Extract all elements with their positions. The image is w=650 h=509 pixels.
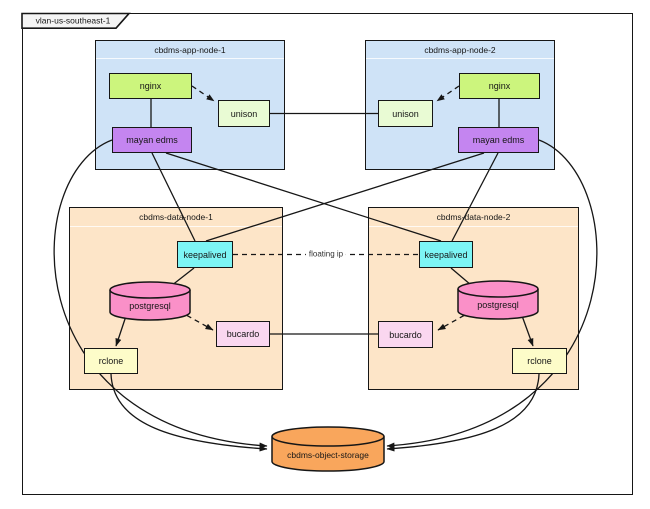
component-nginx-1: nginx: [109, 73, 192, 99]
storage-label: cbdms-object-storage: [287, 450, 369, 460]
component-rclone-2: rclone: [512, 348, 567, 374]
tab-shape: [21, 12, 131, 29]
postgresql-cylinder-2: postgresql: [457, 280, 539, 320]
component-mayan-edms-1: mayan edms: [112, 127, 192, 153]
vlan-boundary-tab: vlan-us-southeast-1: [21, 12, 131, 29]
component-unison-1: unison: [218, 100, 270, 127]
component-bucardo-2: bucardo: [378, 321, 433, 348]
node-title: cbdms-app-node-1: [96, 41, 284, 59]
component-label: rclone: [527, 356, 552, 366]
component-label: rclone: [98, 356, 124, 366]
component-label: nginx: [139, 81, 162, 91]
component-bucardo-1: bucardo: [216, 321, 270, 347]
component-mayan-edms-2: mayan edms: [458, 127, 539, 153]
node-title: cbdms-data-node-2: [369, 208, 578, 227]
node-title: cbdms-data-node-1: [70, 208, 282, 227]
cylinder-shape: [271, 426, 385, 472]
component-label: nginx: [488, 81, 511, 91]
component-label: postgresql: [477, 300, 519, 310]
component-keepalived-2: keepalived: [419, 241, 473, 268]
component-keepalived-1: keepalived: [177, 241, 233, 268]
component-nginx-2: nginx: [459, 73, 540, 99]
component-label: bucardo: [389, 329, 422, 340]
node-title: cbdms-app-node-2: [366, 41, 554, 59]
component-label: unison: [392, 108, 419, 119]
vlan-label: vlan-us-southeast-1: [36, 16, 111, 26]
component-label: postgresql: [129, 301, 171, 311]
component-unison-2: unison: [378, 100, 433, 127]
cylinder-rim: [271, 436, 385, 447]
component-label: bucardo: [226, 329, 260, 339]
component-rclone-1: rclone: [84, 348, 138, 374]
object-storage-cylinder: cbdms-object-storage: [271, 426, 385, 472]
component-label: keepalived: [183, 249, 227, 260]
floating-ip-label: floating ip: [305, 249, 347, 259]
component-label: mayan edms: [126, 135, 178, 145]
component-label: mayan edms: [472, 135, 525, 145]
component-label: keepalived: [424, 249, 468, 260]
component-label: unison: [230, 108, 258, 119]
postgresql-cylinder-1: postgresql: [109, 281, 191, 321]
